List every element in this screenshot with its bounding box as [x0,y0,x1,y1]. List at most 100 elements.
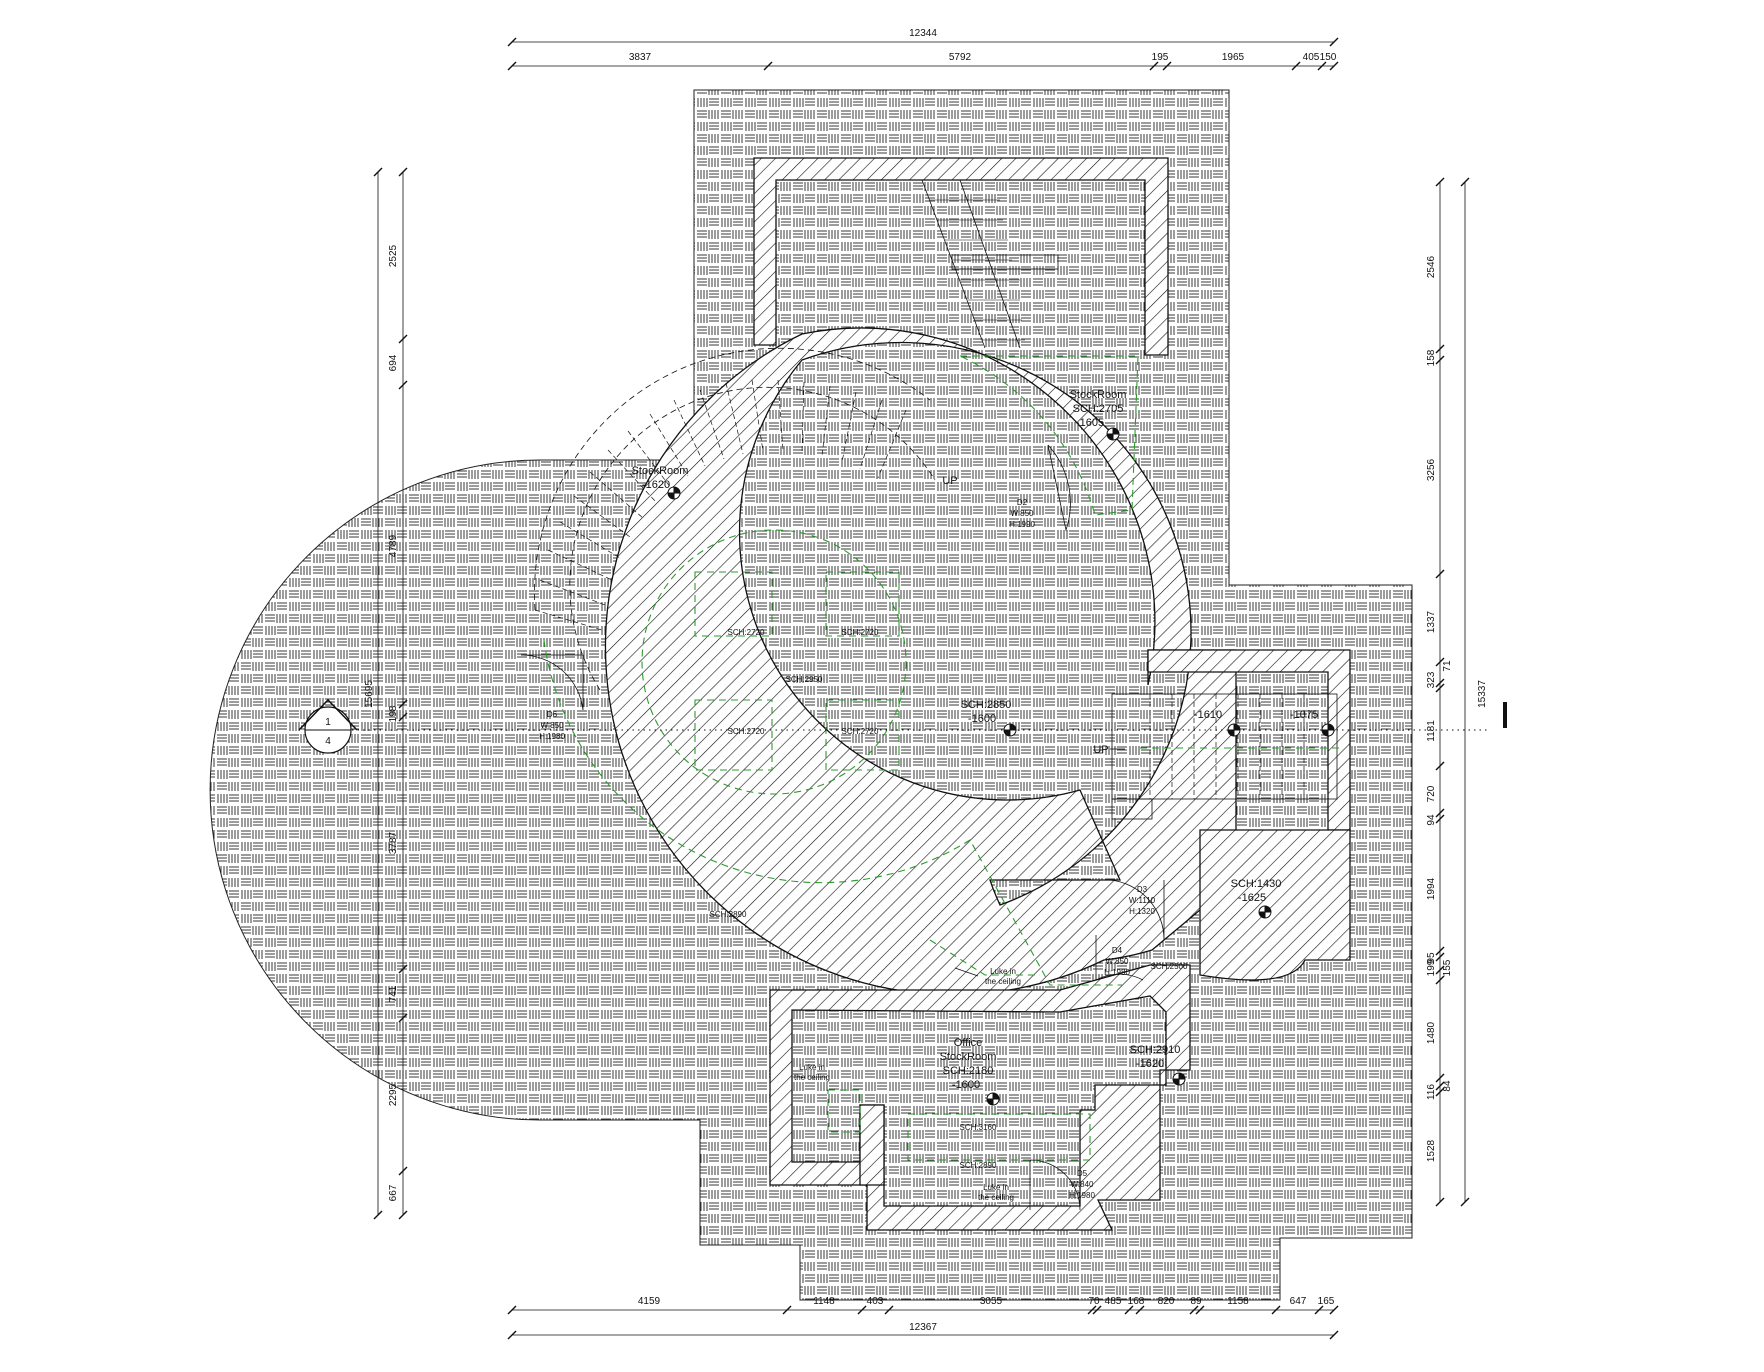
door-d5-width: W:840 [1071,1180,1095,1189]
door-d2-height: H:1990 [1009,520,1035,529]
level-symbol [1321,723,1335,737]
ceiling-label: SCH:2720 [728,628,765,637]
dim-top-segment: 3837 [629,52,652,63]
walls [604,157,1351,1231]
room-labels: StockRoom -1620 StockRoom SCH:2705 -1605… [632,389,1319,1091]
dim-left-segment: 741 [388,985,399,1002]
door-d6-height: H:1980 [539,732,565,741]
door-d4-id: D4 [1112,946,1123,955]
level-symbols [667,427,1335,1106]
luke-note: Luke in [990,967,1016,976]
stockroom-left-name: StockRoom [632,465,689,477]
dim-top-segment: 1965 [1222,52,1245,63]
dim-bottom-segment: 647 [1290,1296,1307,1307]
dim-right-segment: 720 [1426,785,1437,802]
center-level: -1600 [968,713,996,725]
stockroom-right-name: StockRoom [1070,389,1127,401]
stair-level-a: -1610 [1194,709,1222,721]
dim-left-segment: 2525 [388,244,399,267]
stair-level-b: -1075 [1290,709,1318,721]
section-marker-top: 1 [325,717,331,728]
stockroom-right-sch: SCH:2705 [1073,403,1124,415]
level-symbol [1106,427,1120,441]
door-d5-height: H:1980 [1069,1191,1095,1200]
dim-bottom-segment: 168 [1128,1296,1145,1307]
center-sch: SCH:2850 [961,699,1012,711]
door-d4-height: H:1980 [1104,968,1130,977]
ceiling-label: SCH:3160 [960,1123,997,1132]
dim-bottom-overall: 12367 [909,1322,937,1333]
dim-left-segment: 4789 [388,534,399,557]
dim-right-segment: 116 [1426,1084,1437,1100]
door-d3-id: D3 [1137,885,1148,894]
ceiling-outlines [543,355,1340,1161]
level-symbol [667,486,681,500]
door-d3-height: H:1320 [1129,907,1155,916]
office-sch: SCH:2180 [943,1065,994,1077]
dim-bottom-segment: 165 [1318,1296,1335,1307]
dim-right-segment: 323 [1426,671,1437,688]
dim-bottom-segment: 4159 [638,1296,661,1307]
dim-top-segment: 405 [1303,52,1320,63]
door-d3-width: W:1110 [1129,896,1156,905]
dim-bottom-segment: 3055 [980,1296,1003,1307]
luke-note: the ceiling [985,977,1021,986]
dim-right-segment: 71 [1442,660,1453,672]
section-line [330,702,1507,731]
door-d5-id: D5 [1077,1169,1088,1178]
door-d4-width: W:850 [1106,957,1130,966]
ceiling-labels: SCH:2720 SCH:2720 SCH:2950 SCH:2720 SCH:… [710,628,1188,1170]
dim-right-segment: 1337 [1426,610,1437,633]
dim-right-segment: 1480 [1426,1021,1437,1044]
office-line1: Office [954,1037,983,1049]
stair-up-label: UP [942,475,957,487]
luke-note: the ceiling [978,1193,1014,1202]
door-d6-id: D6 [547,710,558,719]
luke-note: Luke in [983,1183,1009,1192]
dim-right-segment: 158 [1426,349,1437,366]
door-d2-id: D2 [1017,498,1028,507]
dim-top-segment: 5792 [949,52,972,63]
door-d6-width: W:850 [541,721,565,730]
dim-bottom-segment: 89 [1190,1296,1202,1307]
ceiling-label: SCH:2950 [786,675,823,684]
stairs-curved [534,347,936,691]
office-line2: StockRoom [940,1051,997,1063]
level-symbol [1172,1072,1186,1086]
small-room-sch: SCH:1430 [1231,878,1282,890]
stair-up-label: UP [1093,744,1108,756]
level-symbol [986,1092,1000,1106]
level-symbol [1227,723,1241,737]
office-right-level: -1620 [1136,1058,1164,1070]
ceiling-label: SCH:2890 [960,1161,997,1170]
dim-left-overall: 15695 [364,680,375,708]
dim-top-segment: 195 [1152,52,1169,63]
dim-right-segment: 1994 [1426,877,1437,900]
door-swings [520,444,1165,1211]
door-d2-width: W:850 [1011,509,1035,518]
dim-top-segment: 150 [1320,52,1337,63]
dim-bottom-segment: 1148 [813,1296,835,1307]
dim-bottom-segment: 485 [1105,1296,1122,1307]
notes: UP UP Luke in the ceiling Luke in the ce… [794,475,1125,1202]
ceiling-label: SCH:2720 [842,727,879,736]
office-right-sch: SCH:2910 [1130,1044,1181,1056]
dim-right-segment: 2546 [1426,255,1437,278]
ceiling-label: SCH:2720 [842,628,879,637]
section-marker: 1 4 [298,698,358,754]
dim-right-segment: 95 [1426,952,1437,964]
dim-left-segment: 198 [388,705,399,722]
level-symbol [1003,723,1017,737]
office-level: -1600 [952,1079,980,1091]
dim-right-segment: 199 [1426,959,1437,976]
dim-bottom-segment: 403 [867,1296,884,1307]
dimension-lines [373,37,1470,1340]
dim-bottom-segment: 820 [1158,1296,1175,1307]
dim-right-segment: 1528 [1426,1139,1437,1162]
ceiling-label: SCH:2500 [1151,962,1188,971]
level-symbol [1258,905,1272,919]
dim-right-segment: 94 [1426,814,1437,826]
dim-bottom-segment: 1158 [1227,1296,1249,1307]
dim-left-segment: 694 [388,354,399,371]
